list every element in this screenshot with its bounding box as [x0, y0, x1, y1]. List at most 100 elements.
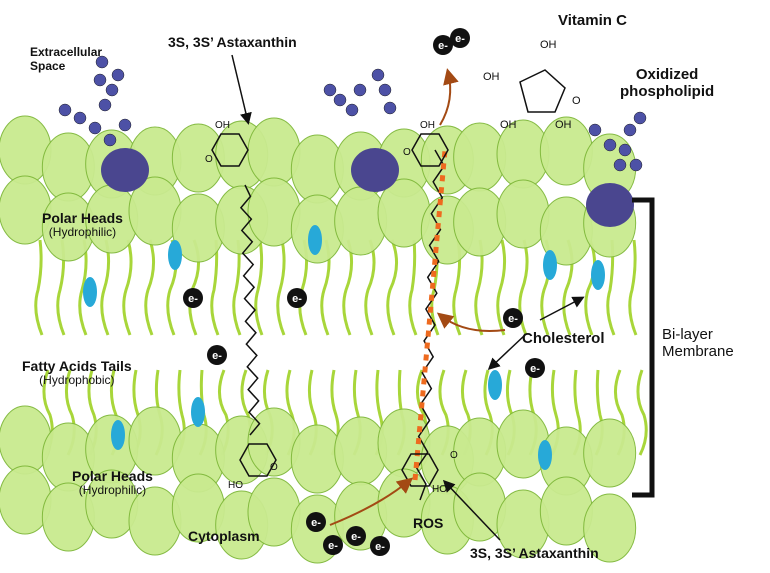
- electron-label: e-: [375, 541, 385, 553]
- oh-label: OH: [500, 119, 517, 131]
- o-label: O: [403, 147, 411, 158]
- ros-molecule: [378, 83, 392, 97]
- ros-molecule: [88, 121, 102, 135]
- electron-label: e-: [530, 363, 540, 375]
- ros-molecule: [333, 93, 347, 107]
- tail: [144, 239, 155, 336]
- ros-molecule: [73, 111, 87, 125]
- o-label: O: [450, 450, 458, 461]
- cholesterol-icon: [591, 260, 605, 290]
- electron-circle: [346, 526, 366, 546]
- vitamin-c-structure: [519, 69, 566, 113]
- electron-icon: e-: [306, 512, 326, 532]
- cholesterol-label: Cholesterol: [522, 330, 605, 347]
- electron-circle: [183, 288, 203, 308]
- ho-label: HO: [228, 480, 243, 491]
- ros-molecule: [105, 83, 119, 97]
- o-label: O: [205, 154, 213, 165]
- label-line: Space: [30, 58, 66, 73]
- tail: [232, 239, 242, 336]
- ros-molecule: [383, 101, 397, 115]
- o-label: O: [572, 95, 581, 107]
- ros-molecule: [371, 68, 385, 82]
- electron-circle: [525, 358, 545, 378]
- cholesterol-icon: [543, 250, 557, 280]
- polar-heads-top-label: Polar Heads (Hydrophilic): [42, 210, 123, 240]
- ring-structure: [239, 443, 277, 477]
- label-line: phospholipid: [620, 83, 715, 101]
- tail: [34, 239, 44, 336]
- tail: [342, 239, 353, 336]
- electron-label: e-: [455, 33, 465, 45]
- electron-icon: e-: [207, 345, 227, 365]
- label-line: Bi-layer: [662, 326, 713, 343]
- cholesterol-icon: [191, 397, 205, 427]
- label-sub: (Hydrophobic): [39, 373, 115, 388]
- pointer-arrow: [487, 334, 526, 371]
- tail: [210, 239, 220, 336]
- ros-molecule: [58, 103, 72, 117]
- tail: [386, 239, 398, 336]
- oxidized-phospholipid-label: Oxidized phospholipid: [620, 66, 714, 101]
- electron-label: e-: [292, 293, 302, 305]
- oh-label: OH: [420, 120, 435, 131]
- electron-flow-arrow: [329, 477, 414, 526]
- polar-heads-bottom-label: Polar Heads (Hydrophilic): [72, 468, 153, 498]
- vitamin-c-label: Vitamin C: [558, 12, 627, 29]
- cytoplasm-label: Cytoplasm: [188, 528, 260, 544]
- label-title: Fatty Acids Tails: [22, 358, 132, 374]
- extracellular-space-label: Extracellular Space: [30, 45, 102, 74]
- ring-structure: [411, 133, 449, 167]
- tail: [628, 239, 638, 336]
- ros-molecule: [93, 73, 107, 87]
- electron-label: e-: [351, 531, 361, 543]
- pointer-arrow: [231, 54, 252, 125]
- electron-label: e-: [438, 40, 448, 52]
- oxidized-head: [351, 148, 399, 192]
- electron-label: e-: [311, 517, 321, 529]
- electron-circle: [503, 308, 523, 328]
- tail: [122, 239, 133, 336]
- cholesterol-icon: [111, 420, 125, 450]
- o-label: O: [270, 462, 278, 473]
- fatty-acid-tails-label: Fatty Acids Tails (Hydrophobic): [22, 358, 132, 388]
- bilayer-bracket: [632, 197, 655, 498]
- ros-molecule: [345, 103, 359, 117]
- electron-icon: e-: [433, 35, 453, 55]
- electron-icon: e-: [183, 288, 203, 308]
- oh-label: OH: [540, 39, 557, 51]
- tail: [408, 239, 418, 336]
- polar-head: [583, 493, 637, 563]
- label-title: Polar Heads: [72, 468, 153, 484]
- tail: [496, 239, 507, 336]
- ros-molecule: [633, 111, 647, 125]
- pointer-arrow: [539, 296, 585, 321]
- bilayer-membrane-label: Bi-layer Membrane: [662, 326, 734, 361]
- electron-circle: [450, 28, 470, 48]
- conjugated-electron-path: [412, 149, 448, 481]
- ros-molecule: [603, 138, 617, 152]
- ros-label: ROS: [413, 515, 444, 531]
- tail: [276, 239, 286, 336]
- oh-label: OH: [483, 71, 500, 83]
- ros-molecule: [613, 158, 627, 172]
- electron-circle: [370, 536, 390, 556]
- cholesterol-icon: [308, 225, 322, 255]
- ros-molecule: [623, 123, 637, 137]
- electron-flow-arrow: [439, 68, 459, 126]
- tail: [254, 239, 264, 336]
- electron-icon: e-: [323, 535, 343, 555]
- tail: [100, 239, 111, 336]
- ho-label: HO: [432, 484, 447, 495]
- astaxanthin-chain: [415, 149, 445, 501]
- label-line: Oxidized: [635, 66, 699, 83]
- electron-circle: [433, 35, 453, 55]
- electron-icon: e-: [346, 526, 366, 546]
- electron-icon: e-: [503, 308, 523, 328]
- electron-flow-arrow: [436, 312, 506, 332]
- ros-molecule: [618, 143, 632, 157]
- electron-icon: e-: [450, 28, 470, 48]
- oh-label: OH: [555, 119, 572, 131]
- ros-molecule: [323, 83, 337, 97]
